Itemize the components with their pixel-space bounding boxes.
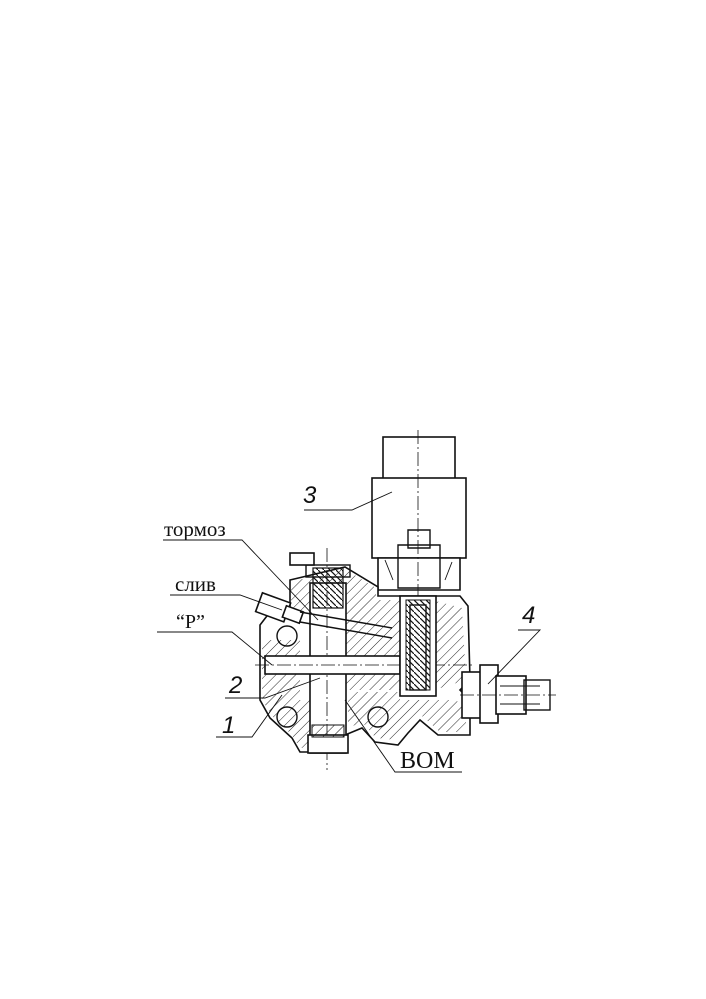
leader-lines: [157, 491, 542, 773]
label-2: 2: [228, 672, 242, 699]
pressure-sensor: [460, 664, 556, 724]
label-vom: ВОМ: [400, 748, 455, 774]
valve-body: [254, 548, 475, 770]
label-3: 3: [303, 482, 317, 509]
solenoid-coil: [371, 430, 467, 700]
label-p: “Р”: [176, 611, 205, 633]
label-1: 1: [222, 712, 235, 739]
label-4: 4: [522, 602, 535, 629]
solenoid-spool: [399, 595, 437, 697]
label-tormoz: тормоз: [164, 517, 226, 541]
label-sliv: слив: [175, 572, 216, 596]
